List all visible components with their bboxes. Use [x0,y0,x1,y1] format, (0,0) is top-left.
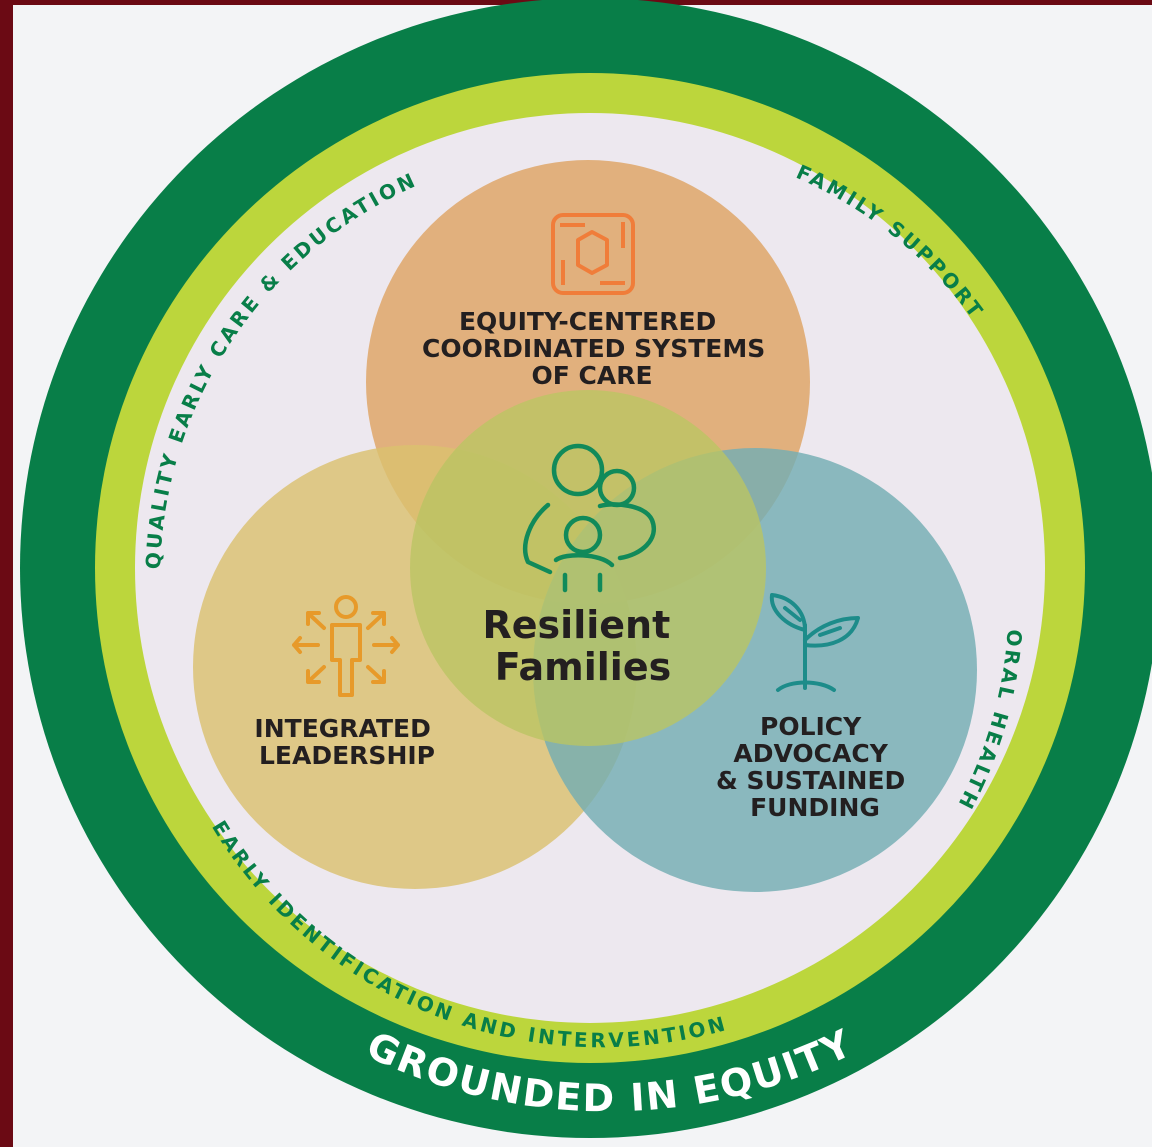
person-arrows-icon [292,595,400,697]
hands-circle-icon [551,213,635,295]
policy-advocacy-label: POLICY ADVOCACY & SUSTAINED FUNDING [716,712,914,822]
integrated-leadership-label: INTEGRATED LEADERSHIP [254,714,439,770]
circle-resilient-families [410,390,766,746]
equity-centered-label: EQUITY-CENTERED COORDINATED SYSTEMS OF C… [422,307,774,390]
sprout-icon [769,593,860,692]
family-icon [522,443,656,593]
frame-left [0,0,13,1147]
resilient-families-title: Resilient Families [483,603,684,689]
